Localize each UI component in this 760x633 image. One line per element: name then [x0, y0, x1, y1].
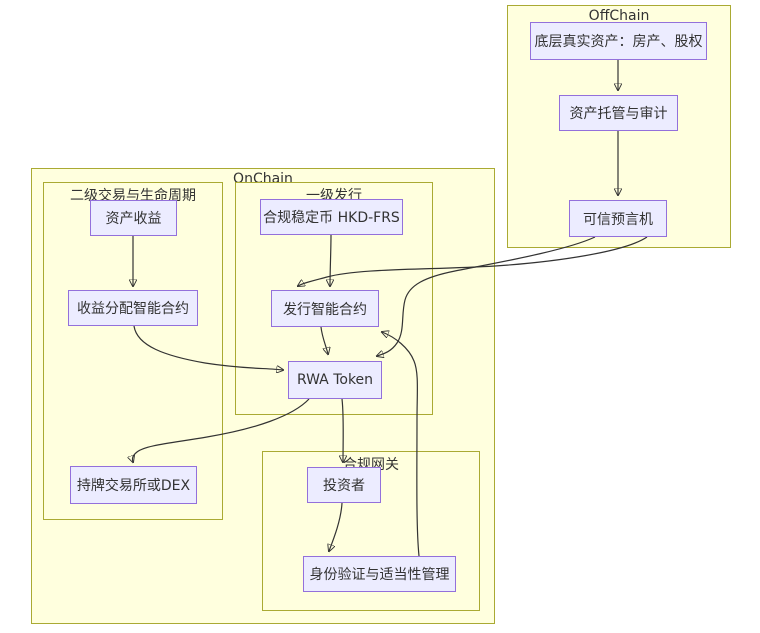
node-income-distribution-contract-label: 收益分配智能合约	[77, 301, 189, 317]
node-rwa-token-label: RWA Token	[296, 372, 374, 388]
node-underlying-asset: 底层真实资产：房产、股权	[530, 22, 707, 60]
node-asset-income: 资产收益	[90, 200, 177, 236]
node-compliant-stablecoin-label: 合规稳定币 HKD-FRS	[263, 210, 400, 226]
node-licensed-exchange-dex: 持牌交易所或DEX	[70, 466, 197, 504]
node-issuance-smart-contract: 发行智能合约	[271, 290, 379, 327]
node-trusted-oracle: 可信预言机	[569, 200, 667, 237]
node-identity-verification: 身份验证与适当性管理	[303, 556, 456, 592]
node-asset-custody-audit-label: 资产托管与审计	[569, 106, 668, 122]
container-offchain-title: OffChain	[588, 8, 650, 24]
node-trusted-oracle-label: 可信预言机	[583, 211, 653, 228]
node-licensed-exchange-dex-label: 持牌交易所或DEX	[76, 478, 191, 494]
node-issuance-smart-contract-label: 发行智能合约	[283, 301, 367, 318]
node-underlying-asset-label: 底层真实资产：房产、股权	[534, 34, 703, 50]
node-asset-income-label: 资产收益	[105, 211, 162, 227]
node-investor-label: 投资者	[323, 478, 365, 494]
node-asset-custody-audit: 资产托管与审计	[559, 95, 678, 131]
node-compliant-stablecoin: 合规稳定币 HKD-FRS	[260, 199, 403, 235]
node-rwa-token: RWA Token	[288, 361, 382, 399]
node-income-distribution-contract: 收益分配智能合约	[68, 290, 198, 326]
node-identity-verification-label: 身份验证与适当性管理	[309, 567, 450, 583]
node-investor: 投资者	[307, 467, 381, 503]
